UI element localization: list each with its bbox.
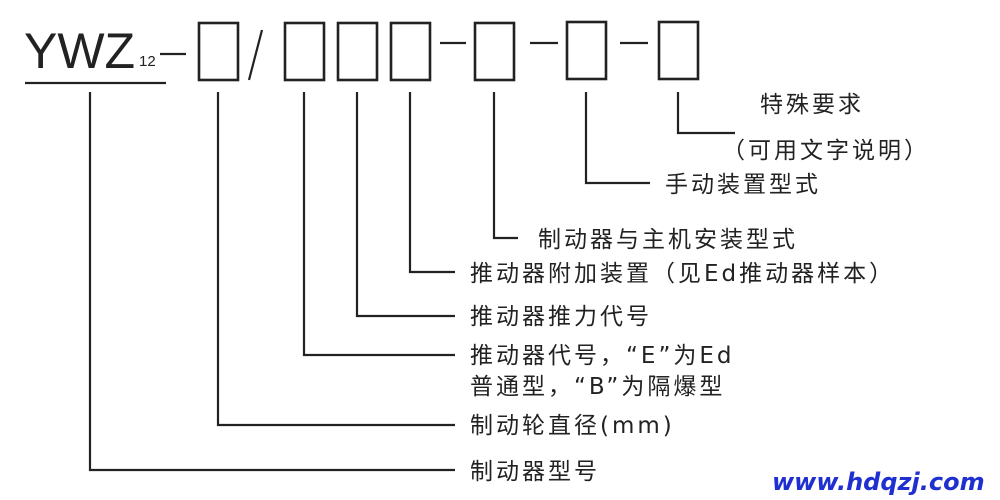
slash bbox=[247, 29, 264, 81]
label-mounting: 制动器与主机安装型式 bbox=[538, 227, 798, 253]
field-box-thruster-code bbox=[283, 21, 326, 82]
leader-mounting bbox=[492, 92, 518, 240]
field-box-accessory bbox=[389, 21, 432, 82]
field-box-wheel-diameter bbox=[197, 21, 240, 82]
label-brake-model: 制动器型号 bbox=[470, 459, 600, 485]
label-thruster-code-line2: 普通型，“B”为隔爆型 bbox=[470, 374, 725, 400]
model-prefix: YWZ bbox=[24, 23, 135, 79]
label-special: 特殊要求 bbox=[760, 92, 864, 118]
leader-thrust bbox=[355, 92, 455, 318]
label-manual: 手动装置型式 bbox=[665, 172, 821, 198]
label-accessory: 推动器附加装置（见Ed推动器样本） bbox=[470, 261, 895, 287]
leader-thruster-code bbox=[302, 92, 455, 357]
field-box-mounting bbox=[473, 21, 516, 82]
label-special-note: （可用文字说明） bbox=[722, 138, 930, 164]
leader-special bbox=[676, 92, 735, 135]
leader-accessory bbox=[408, 92, 455, 274]
leader-brake-model bbox=[88, 92, 455, 472]
label-thrust: 推动器推力代号 bbox=[470, 304, 652, 330]
label-wheel-diameter: 制动轮直径(mm) bbox=[470, 413, 675, 439]
field-box-special bbox=[657, 20, 700, 81]
label-thruster-code-line1: 推动器代号，“E”为Ed bbox=[470, 343, 735, 369]
model-subscript: 12 bbox=[139, 53, 156, 70]
watermark-url: www.hdqzj.com bbox=[772, 468, 985, 496]
field-box-manual bbox=[565, 20, 608, 81]
leader-wheel-diameter bbox=[216, 92, 455, 427]
leader-manual bbox=[584, 92, 650, 185]
field-box-thrust bbox=[336, 21, 379, 82]
